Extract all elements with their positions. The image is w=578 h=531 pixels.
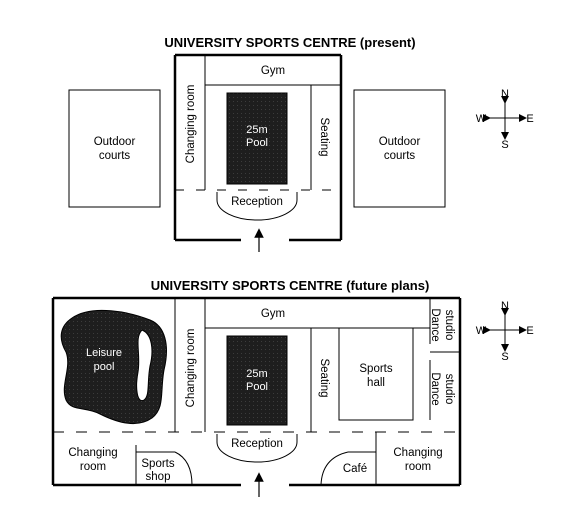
changing-room-left-label: Changing: [68, 447, 117, 459]
future-seating-label: Seating: [318, 358, 330, 397]
present-building-walls: [173, 53, 343, 242]
future-plan: UNIVERSITY SPORTS CENTRE (future plans): [51, 278, 534, 497]
future-changing-room-label: Changing room: [185, 329, 197, 408]
future-leisure-pool: Leisure pool: [60, 309, 167, 425]
leisure-pool-label-2: pool: [94, 361, 115, 373]
present-title: UNIVERSITY SPORTS CENTRE (present): [164, 35, 415, 50]
present-pool-label: 25m: [246, 124, 267, 136]
dance-studio-bottom-label: Dance: [429, 372, 441, 405]
outdoor-courts-left-label: Outdoor: [94, 136, 136, 148]
sports-shop-label-2: shop: [146, 471, 171, 483]
future-pool-label-2: Pool: [246, 381, 268, 393]
leisure-pool-label: Leisure: [86, 347, 122, 359]
future-pool-label: 25m: [246, 368, 267, 380]
present-compass-west: W: [476, 113, 487, 125]
present-gym-label: Gym: [261, 65, 285, 77]
cafe-label: Café: [343, 463, 367, 475]
present-seating-label: Seating: [318, 117, 330, 156]
future-reception-label: Reception: [231, 438, 283, 450]
present-plan: UNIVERSITY SPORTS CENTRE (present) Outdo…: [68, 35, 534, 252]
present-changing-room-label: Changing room: [185, 85, 197, 164]
future-title: UNIVERSITY SPORTS CENTRE (future plans): [151, 278, 430, 293]
sports-hall-label: Sports: [359, 363, 392, 375]
present-reception: Reception: [216, 192, 298, 221]
dance-studio-bottom-label-2: studio: [443, 374, 455, 405]
changing-room-left-label-2: room: [80, 461, 106, 473]
outdoor-courts-right-label-2: courts: [384, 150, 416, 162]
future-25m-pool: 25m Pool: [226, 335, 288, 426]
sports-shop-label: Sports: [141, 458, 174, 470]
present-pool-label-2: Pool: [246, 137, 268, 149]
future-compass-east: E: [526, 325, 533, 337]
present-outdoor-courts-left: Outdoor courts: [68, 89, 161, 208]
future-compass-south: S: [501, 351, 508, 363]
dance-studio-top-label-2: studio: [443, 310, 455, 341]
future-reception: Reception: [216, 434, 298, 463]
present-25m-pool: 25m Pool: [226, 92, 288, 185]
dance-studio-top-label: Dance: [429, 308, 441, 341]
future-compass-north: N: [501, 300, 509, 312]
future-compass-west: W: [476, 325, 487, 337]
future-building-walls: [51, 296, 462, 487]
changing-room-right-label-2: room: [405, 461, 431, 473]
outdoor-courts-left-label-2: courts: [99, 150, 131, 162]
changing-room-right-label: Changing: [393, 447, 442, 459]
future-compass: [483, 308, 527, 352]
present-compass-south: S: [501, 139, 508, 151]
present-compass-north: N: [501, 88, 509, 100]
sports-hall-label-2: hall: [367, 377, 385, 389]
present-reception-label: Reception: [231, 196, 283, 208]
present-compass: [483, 96, 527, 140]
present-outdoor-courts-right: Outdoor courts: [353, 89, 446, 208]
future-gym-label: Gym: [261, 308, 285, 320]
outdoor-courts-right-label: Outdoor: [379, 136, 421, 148]
present-compass-east: E: [526, 113, 533, 125]
